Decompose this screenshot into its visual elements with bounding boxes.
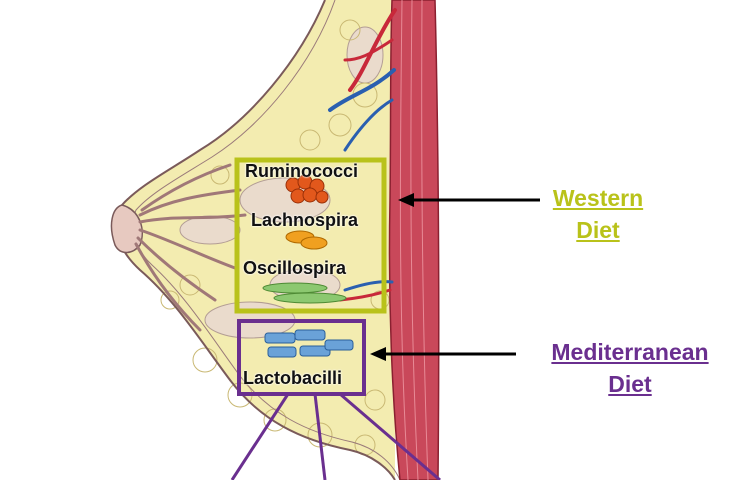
lachnospira-cell	[300, 236, 328, 250]
oscillospira-cell	[262, 282, 328, 294]
connector-line	[339, 392, 441, 480]
western-diet-box	[234, 157, 387, 314]
milk-duct	[134, 242, 202, 332]
fat-cell	[179, 274, 201, 296]
mediterranean-diet-label-line1: Mediterranean	[551, 339, 709, 365]
fat-cell	[364, 389, 386, 411]
mediterranean-arrow	[370, 347, 516, 361]
milk-duct	[138, 228, 237, 270]
arrow-head	[370, 347, 386, 361]
breast-fat-tissue	[116, 0, 395, 480]
oscillospira-cell	[273, 292, 347, 304]
connector-line	[230, 393, 290, 480]
bacteria-label-ruminococci: Ruminococci	[245, 161, 359, 181]
skin-outline	[115, 0, 396, 480]
ruminococci-cell	[302, 187, 318, 203]
pectoral-muscle	[388, 0, 440, 480]
lobule	[179, 215, 241, 245]
muscle-fiber	[421, 0, 429, 480]
bacteria-label-lachnospira: Lachnospira	[251, 210, 359, 230]
western-arrow	[398, 193, 540, 207]
blood-vessels	[328, 8, 397, 302]
mediterranean-diet-label: Mediterranean Diet	[530, 336, 730, 400]
fat-cell	[339, 19, 361, 41]
lachnospira-cells	[285, 230, 328, 250]
vein	[328, 68, 396, 112]
lactobacilli-cells	[264, 329, 354, 358]
vein	[343, 280, 394, 292]
fat-cell	[160, 290, 180, 310]
mediterranean-diet-box	[237, 319, 366, 396]
bacteria-label-oscillospira: Oscillospira	[243, 258, 347, 278]
muscle-fibers	[399, 0, 429, 480]
muscle-fiber	[410, 0, 419, 480]
mediterranean-connectors	[230, 392, 441, 480]
milk-duct	[138, 213, 247, 224]
bacteria-label-lactobacilli: Lactobacilli	[243, 368, 343, 388]
fat-cell	[210, 165, 230, 185]
fat-cell	[328, 113, 352, 137]
fat-cell	[263, 408, 287, 432]
ruminococci-cells	[285, 174, 329, 204]
artery	[343, 38, 394, 62]
milk-duct	[136, 236, 217, 302]
milk-duct	[140, 163, 232, 212]
arrow-head	[398, 193, 414, 207]
muscle-fiber	[399, 0, 409, 480]
milk-duct	[138, 188, 242, 217]
oscillospira-cells	[262, 282, 347, 304]
western-diet-label-line1: Western	[552, 185, 644, 211]
western-diet-label: Western Diet	[538, 182, 658, 246]
connector-line	[313, 393, 327, 480]
ruminococci-cell	[315, 190, 329, 204]
fat-cell	[192, 347, 218, 373]
skin-inner-outline	[132, 0, 401, 480]
milk-ducts	[134, 163, 247, 332]
lactobacilli-cell	[264, 332, 296, 344]
mediterranean-diet-label-line2: Diet	[608, 371, 652, 397]
western-diet-label-line2: Diet	[576, 217, 620, 243]
lactobacilli-cell	[267, 346, 297, 358]
fat-cell	[299, 129, 321, 151]
lactobacilli-cell	[299, 345, 331, 357]
vein	[343, 98, 394, 152]
lactobacilli-cell	[324, 339, 354, 351]
lactobacilli-cell	[294, 329, 326, 341]
